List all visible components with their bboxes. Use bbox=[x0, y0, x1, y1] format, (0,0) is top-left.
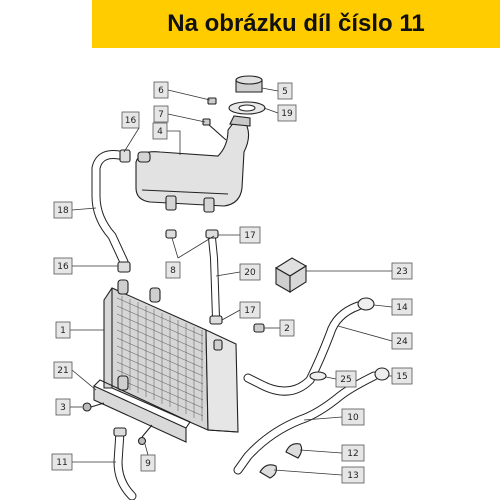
expansion-tank bbox=[135, 115, 251, 213]
leader-lines bbox=[70, 87, 393, 476]
clamp-8 bbox=[165, 229, 177, 239]
tag-4-label: 4 bbox=[157, 127, 163, 137]
bolt-7 bbox=[202, 118, 227, 141]
tag-10: 10 bbox=[341, 408, 365, 426]
hose-24-inner bbox=[244, 302, 362, 395]
clamp-16-top bbox=[119, 149, 131, 163]
tag-17-upper-label: 17 bbox=[244, 231, 255, 241]
tag-10-label: 10 bbox=[347, 413, 359, 423]
tag-25-label: 25 bbox=[340, 375, 351, 385]
radiator-core-grid bbox=[116, 296, 204, 421]
tag-23-label: 23 bbox=[396, 267, 407, 277]
tag-14-label: 14 bbox=[396, 303, 408, 313]
clip-13 bbox=[259, 464, 277, 479]
tag-24: 24 bbox=[391, 332, 413, 350]
tag-23: 23 bbox=[391, 262, 413, 280]
clip-12 bbox=[285, 443, 303, 459]
clamp-11 bbox=[113, 427, 127, 437]
tag-3-label: 3 bbox=[60, 403, 66, 413]
tag-21-label: 21 bbox=[57, 366, 68, 376]
tag-25: 25 bbox=[335, 370, 357, 388]
tag-2: 2 bbox=[279, 319, 295, 337]
tag-16-middle-label: 16 bbox=[57, 262, 69, 272]
clamp-15 bbox=[374, 367, 390, 381]
tag-17-upper: 17 bbox=[239, 226, 261, 244]
hose-18-inner bbox=[92, 151, 128, 266]
title-banner: Na obrázku díl číslo 11 bbox=[92, 0, 500, 48]
screw-9 bbox=[137, 424, 153, 446]
clamp-14 bbox=[357, 297, 375, 311]
tag-1-label: 1 bbox=[60, 326, 66, 336]
tag-2-label: 2 bbox=[284, 324, 290, 334]
tag-11-label: 11 bbox=[56, 458, 67, 468]
tag-18-label: 18 bbox=[57, 206, 69, 216]
bolt-6 bbox=[207, 97, 217, 105]
cap-gasket bbox=[228, 101, 266, 115]
tag-12-label: 12 bbox=[347, 449, 358, 459]
tag-16-top: 16 bbox=[121, 111, 140, 129]
bracket-23 bbox=[274, 257, 308, 293]
tag-24-label: 24 bbox=[396, 337, 408, 347]
clip-2 bbox=[253, 323, 265, 333]
banner-background bbox=[92, 0, 500, 48]
tag-9: 9 bbox=[140, 454, 156, 472]
tag-14: 14 bbox=[391, 298, 413, 316]
tag-11: 11 bbox=[51, 453, 73, 471]
clamp-17-upper bbox=[205, 229, 219, 239]
tag-21: 21 bbox=[53, 361, 73, 379]
clamp-16-middle bbox=[117, 261, 131, 273]
tag-19-label: 19 bbox=[281, 109, 293, 119]
tag-6-label: 6 bbox=[158, 86, 164, 96]
tag-17-lower: 17 bbox=[239, 301, 261, 319]
tag-5: 5 bbox=[277, 82, 293, 100]
tag-8: 8 bbox=[165, 261, 181, 279]
hose-20-inner bbox=[209, 235, 219, 321]
hose-10-inner bbox=[234, 372, 378, 474]
clamp-25 bbox=[309, 371, 327, 381]
tag-5-label: 5 bbox=[282, 87, 288, 97]
tag-20-label: 20 bbox=[244, 268, 256, 278]
tag-13-label: 13 bbox=[347, 471, 358, 481]
clamp-17-lower bbox=[209, 315, 223, 325]
screw-3 bbox=[82, 402, 105, 412]
tag-9-label: 9 bbox=[145, 459, 151, 469]
tag-20: 20 bbox=[239, 263, 261, 281]
tag-3: 3 bbox=[55, 398, 71, 416]
tag-12: 12 bbox=[341, 444, 365, 462]
tag-18: 18 bbox=[53, 201, 73, 219]
tag-6: 6 bbox=[153, 81, 169, 99]
tag-19: 19 bbox=[277, 104, 297, 122]
banner-title: Na obrázku díl číslo 11 bbox=[167, 10, 425, 37]
tag-15-label: 15 bbox=[396, 372, 407, 382]
tag-7-label: 7 bbox=[158, 110, 164, 120]
tag-1: 1 bbox=[55, 321, 71, 339]
tag-13: 13 bbox=[341, 466, 365, 484]
tag-7: 7 bbox=[153, 105, 169, 123]
radiator-bracket bbox=[93, 379, 191, 443]
hose-11-inner bbox=[114, 428, 136, 500]
tag-16-middle: 16 bbox=[53, 257, 73, 275]
tag-15: 15 bbox=[391, 367, 413, 385]
tag-17-lower-label: 17 bbox=[244, 306, 255, 316]
tag-8-label: 8 bbox=[170, 266, 176, 276]
tag-16-top-label: 16 bbox=[125, 116, 137, 126]
filler-cap bbox=[235, 75, 263, 93]
tag-4: 4 bbox=[152, 122, 168, 140]
